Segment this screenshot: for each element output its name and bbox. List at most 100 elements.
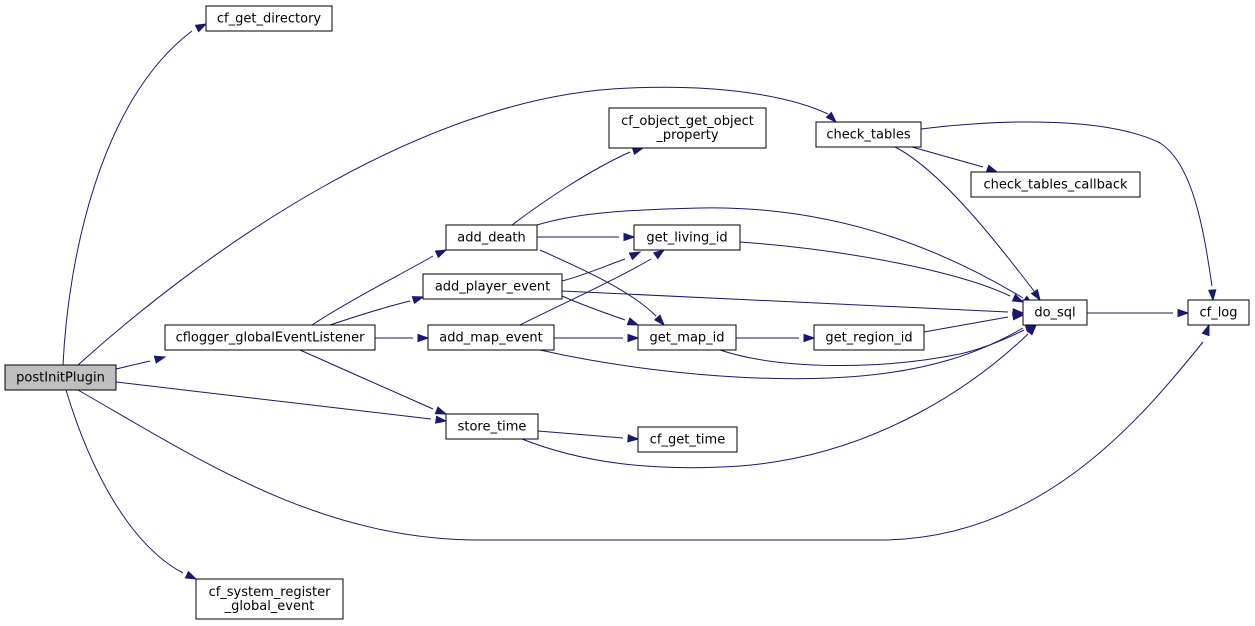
node-label: get_living_id [646,231,727,246]
edge-arrowhead [652,249,666,260]
edge-cflogger_globalEventListener-to-add_map_event [375,333,430,343]
node-box [815,121,922,148]
edge-arrowhead [1030,288,1041,302]
node-add_death[interactable]: add_death [445,224,538,251]
edge-store_time-to-do_sql [521,323,1038,469]
edge-arrowhead [1012,312,1025,321]
edge-line [719,329,1025,366]
edge-arrowhead [417,333,430,343]
edge-arrowhead [1201,323,1210,337]
node-label: _global_event [224,599,315,614]
node-box [445,413,539,440]
node-label: cf_system_register [209,585,332,600]
node-get_map_id[interactable]: get_map_id [637,324,737,351]
node-label: _property [655,128,718,143]
node-check_tables[interactable]: check_tables [815,121,922,148]
node-box [422,273,563,300]
node-box [427,324,555,351]
edge-arrowhead [153,355,167,364]
edge-arrowhead [184,570,198,580]
edge-arrowhead [411,296,425,305]
edge-arrowhead [1011,293,1025,303]
nodes-layer: postInitPlugin cf_get_directory cflogger_g… [4,5,1250,620]
edge-line [62,30,193,366]
node-box [970,171,1141,198]
node-box [4,364,117,391]
node-cf_log[interactable]: cf_log [1187,299,1250,326]
edge-add_player_event-to-get_living_id [561,251,642,282]
edge-line [115,360,151,370]
edge-arrowhead [1208,289,1217,302]
edge-line [519,258,652,326]
node-check_tables_callback[interactable]: check_tables_callback [970,171,1141,198]
edge-check_tables-to-cf_log [920,121,1217,302]
node-box [205,5,333,32]
node-label: store_time [458,420,527,435]
edge-line [329,300,411,326]
node-postInitPlugin[interactable]: postInitPlugin [4,364,117,391]
node-box [637,324,737,351]
node-cf_get_directory[interactable]: cf_get_directory [205,5,333,32]
edge-arrowhead [631,147,645,156]
edge-cflogger_globalEventListener-to-add_death [311,249,448,326]
node-box [637,426,738,453]
node-cf_object_get_object_property[interactable]: cf_object_get_object_property [608,107,767,149]
node-cflogger_globalEventListener[interactable]: cflogger_globalEventListener [164,324,376,351]
node-label: cf_object_get_object [621,114,754,129]
node-get_region_id[interactable]: get_region_id [813,324,925,351]
edge-add_death-to-do_sql [536,207,1035,306]
edge-line [561,290,1009,313]
node-box [608,107,767,149]
edge-line [536,207,1024,299]
edge-arrowhead [653,314,666,327]
edge-arrowhead [435,415,448,424]
edge-line [923,316,1009,333]
node-label: cf_get_time [650,433,725,448]
edge-arrowhead [194,23,208,33]
node-cf_system_register_global_event[interactable]: cf_system_register_global_event [195,578,344,620]
edge-add_player_event-to-do_sql [561,290,1025,317]
node-box [1187,299,1250,326]
node-box [164,324,376,351]
edge-line [77,86,829,366]
node-cf_get_time[interactable]: cf_get_time [637,426,738,453]
edge-add_death-to-get_map_id [539,249,666,327]
edge-line [911,146,984,168]
node-label: cf_get_directory [217,12,322,27]
edge-cflogger_globalEventListener-to-store_time [299,349,448,415]
node-label: add_player_event [435,280,550,295]
edge-arrowhead [626,317,640,326]
edge-arrowhead [434,249,448,259]
edge-postInitPlugin-to-cflogger_globalEventListener [115,355,167,370]
node-label: add_map_event [439,331,542,346]
edge-add_death-to-get_living_id [537,232,636,242]
edge-arrowhead [623,232,636,242]
node-box [195,578,344,620]
node-label: cflogger_globalEventListener [176,331,365,346]
node-do_sql[interactable]: do_sql [1022,299,1088,326]
edge-arrowhead [627,333,640,343]
edge-postInitPlugin-to-store_time [115,381,448,424]
edge-line [511,151,631,226]
edge-get_living_id-to-do_sql [739,241,1025,303]
node-store_time[interactable]: store_time [445,413,539,440]
node-label: check_tables [826,128,910,143]
edge-line [299,349,434,410]
edge-line [739,241,1011,297]
node-box [813,324,925,351]
edge-arrowhead [825,111,838,124]
edge-add_map_event-to-get_living_id [519,249,666,326]
node-add_player_event[interactable]: add_player_event [422,273,563,300]
edge-do_sql-to-cf_log [1087,308,1190,318]
edge-arrowhead [803,333,816,343]
edges-layer [62,23,1217,580]
edge-get_region_id-to-do_sql [923,312,1025,333]
edge-line [561,295,626,321]
edge-add_map_event-to-get_map_id [554,333,640,343]
edge-line [65,389,184,574]
edge-line [521,333,1029,469]
node-get_living_id[interactable]: get_living_id [633,224,741,251]
node-add_map_event[interactable]: add_map_event [427,324,555,351]
node-label: cf_log [1199,306,1237,321]
